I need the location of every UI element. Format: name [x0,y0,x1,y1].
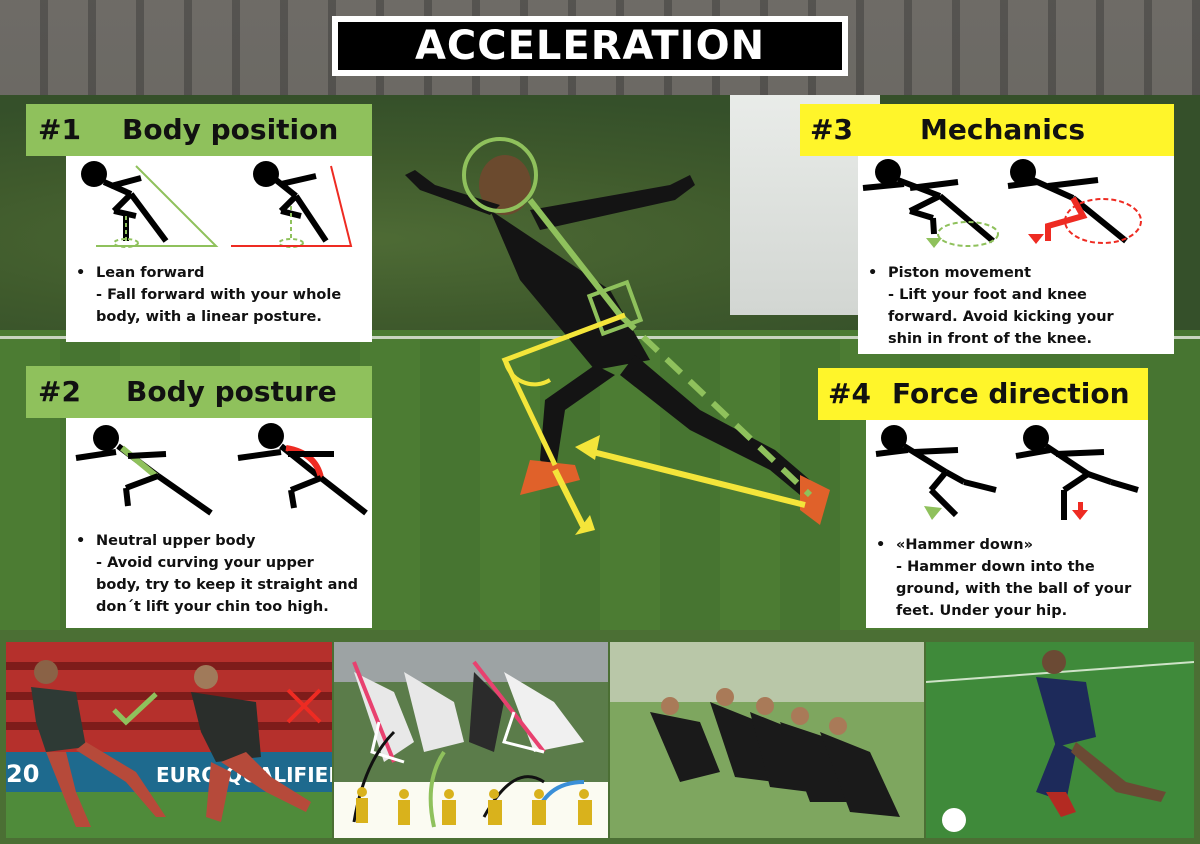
section-2-line-1: Neutral upper body [96,533,256,549]
section-2-line-4: don´t lift your chin too high. [96,599,329,615]
bad-hammer-figure [1015,425,1139,520]
section-2-line-2: - Avoid curving your upper [96,555,314,571]
section-3-line-4: shin in front of the knee. [888,331,1092,347]
section-4-header: #4 Force direction [818,368,1148,420]
photo-stadium-sprint: 20 EURO QUALIFIER [6,642,332,838]
section-1-line-1: Lean forward [96,265,205,281]
photo-team-sprint [610,642,924,838]
section-1-line-3: body, with a linear posture. [96,309,322,325]
good-hammer-figure [875,425,997,520]
bullet: • [876,537,886,553]
team-runners [650,702,900,817]
section-3-heading: Mechanics [920,113,1086,146]
player-right [191,665,311,822]
section-1-description: • Lean forward - Fall forward with your … [66,260,372,342]
section-3-line-2: - Lift your foot and knee [888,287,1087,303]
section-4-heading: Force direction [892,377,1130,410]
photo-training-analysis [334,642,608,838]
runner-silhouette [405,155,830,525]
stadium-sprint-illustration: 20 EURO QUALIFIER [6,642,332,838]
psg-player-illustration [926,642,1194,838]
section-1-line-2: - Fall forward with your whole [96,287,342,303]
football [942,808,966,832]
bad-lean-figure [231,161,353,248]
section-2-header: #2 Body posture [26,366,372,418]
bad-piston-figure [1007,159,1142,244]
page-title: ACCELERATION [338,22,842,70]
mechanics-stick-figures [862,159,1142,248]
photo-psg-player [926,642,1194,838]
team-sprint-illustration [610,642,924,838]
check-icon [112,692,158,726]
section-2-description: • Neutral upper body - Avoid curving you… [66,524,372,628]
force-direction-stick-figures [875,425,1139,520]
section-2-diagram [66,418,372,524]
sprint-phase-figures [356,787,592,825]
player-sprinting [1036,650,1166,817]
section-3-header: #3 Mechanics [800,104,1174,156]
body-posture-stick-figures [75,423,368,516]
bad-posture-figure [237,423,368,516]
section-4-line-2: - Hammer down into the [896,559,1095,575]
section-1-heading: Body position [122,113,339,146]
section-4-line-4: feet. Under your hip. [896,603,1068,619]
bullet: • [76,533,86,549]
section-3-line-1: Piston movement [888,265,1032,281]
bullet: • [868,265,878,281]
section-4-description: • «Hammer down» - Hammer down into the g… [866,526,1148,628]
section-4-diagram [866,420,1148,526]
section-3-diagram [858,156,1174,256]
player-left [31,660,166,827]
section-4-line-3: ground, with the ball of your [896,581,1132,597]
training-analysis-illustration [334,642,608,838]
training-runners [354,672,584,762]
section-4-number: #4 [828,377,871,410]
section-2-line-3: body, try to keep it straight and [96,577,359,593]
main-runner-illustration [405,137,830,535]
good-lean-figure [81,161,219,248]
section-3-description: • Piston movement - Lift your foot and k… [858,256,1174,354]
good-piston-figure [862,159,999,248]
section-2-heading: Body posture [126,375,337,408]
good-posture-figure [75,425,213,516]
section-3-number: #3 [810,113,853,146]
stand-number: 20 [6,760,39,788]
body-position-stick-figures [81,161,353,248]
cross-icon [286,688,322,724]
section-1-diagram [66,156,372,260]
section-1-number: #1 [38,113,81,146]
bullet: • [76,265,86,281]
section-1-header: #1 Body position [26,104,372,156]
title-banner: ACCELERATION [332,16,848,76]
section-4-line-1: «Hammer down» [896,537,1033,553]
section-2-number: #2 [38,375,81,408]
section-3-line-3: forward. Avoid kicking your [888,309,1114,325]
